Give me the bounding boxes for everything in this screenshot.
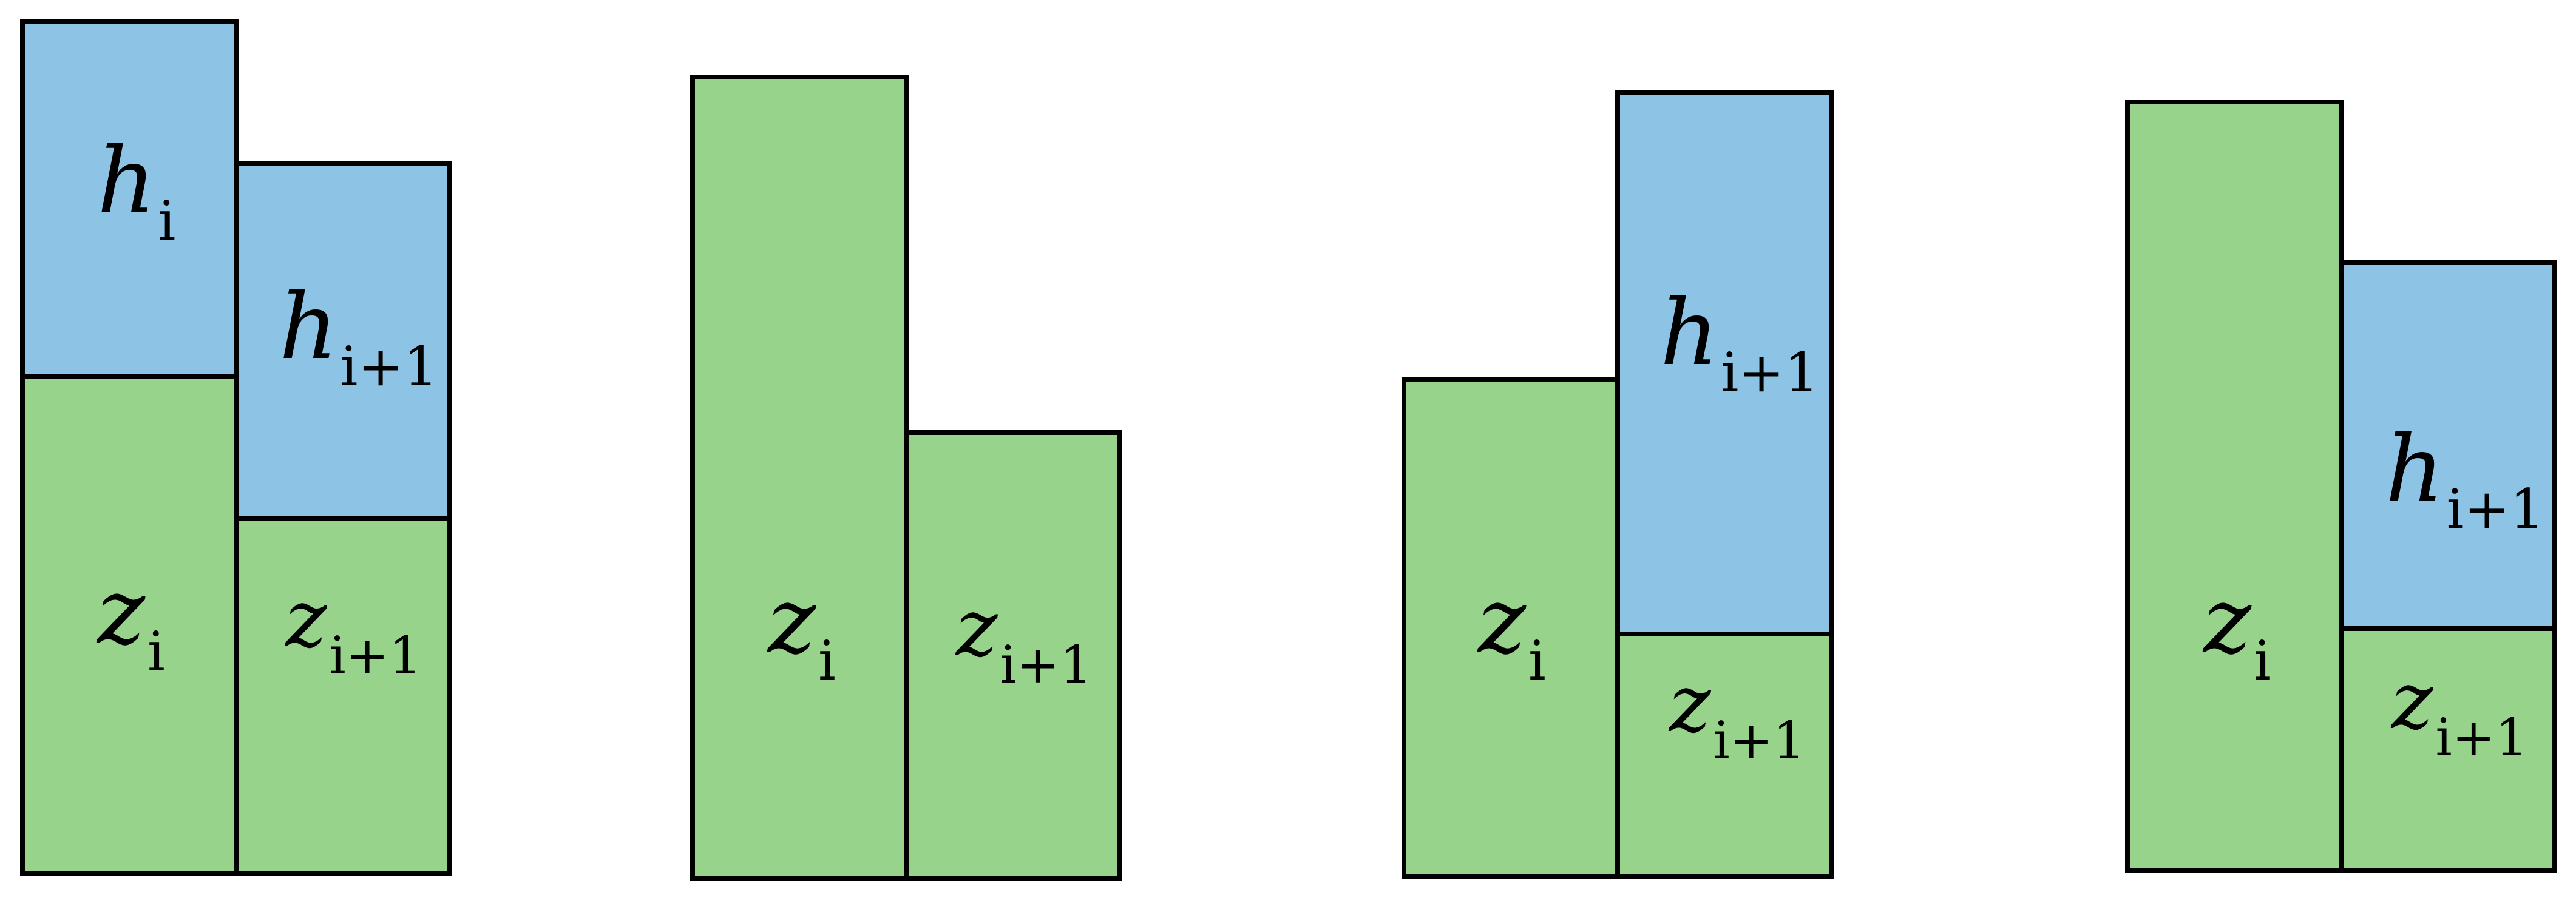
panel-3-label-z-i: zi: [1477, 568, 1546, 693]
panel-3-cell-i-terrain: [1402, 377, 1620, 879]
panel-1-cell-i-terrain: [20, 374, 239, 876]
panel-1-cell-i-water: [20, 19, 239, 379]
panel-1-label-z-i: zi: [96, 559, 165, 684]
panel-4-label-z-i: zi: [2202, 568, 2271, 693]
panel-3-cell-i1-terrain: [1615, 632, 1834, 879]
panel-4-cell-i1-water: [2339, 260, 2557, 631]
panel-3: hi+1 zi zi+1: [1402, 90, 1834, 879]
panel-4-cell-i-terrain: [2125, 100, 2344, 873]
panel-3-label-h-i1: hi+1: [1660, 280, 1819, 405]
panel-2-label-z-i: zi: [767, 568, 836, 693]
panel-2-cell-i1-terrain: [904, 430, 1122, 881]
panel-1-label-h-i1: hi+1: [279, 274, 438, 399]
panel-3-label-z-i1: zi+1: [1668, 658, 1806, 771]
panel-2-cell-i-terrain: [690, 75, 909, 881]
panel-1-label-z-i1: zi+1: [284, 573, 422, 686]
panel-4-label-z-i1: zi+1: [2390, 655, 2528, 768]
panel-2-label-z-i1: zi+1: [955, 582, 1093, 695]
panel-1-cell-i1-terrain: [234, 516, 452, 876]
panel-3-cell-i1-water: [1615, 90, 1834, 636]
panel-1: hi hi+1 zi zi+1: [20, 19, 452, 876]
panel-2: zi zi+1: [690, 75, 1122, 881]
panel-1-label-h-i: hi: [97, 129, 175, 253]
panel-4-cell-i1-terrain: [2339, 626, 2557, 873]
panel-4: hi+1 zi zi+1: [2125, 100, 2557, 873]
panel-1-cell-i1-water: [234, 161, 452, 521]
panel-4-label-h-i1: hi+1: [2385, 417, 2544, 541]
